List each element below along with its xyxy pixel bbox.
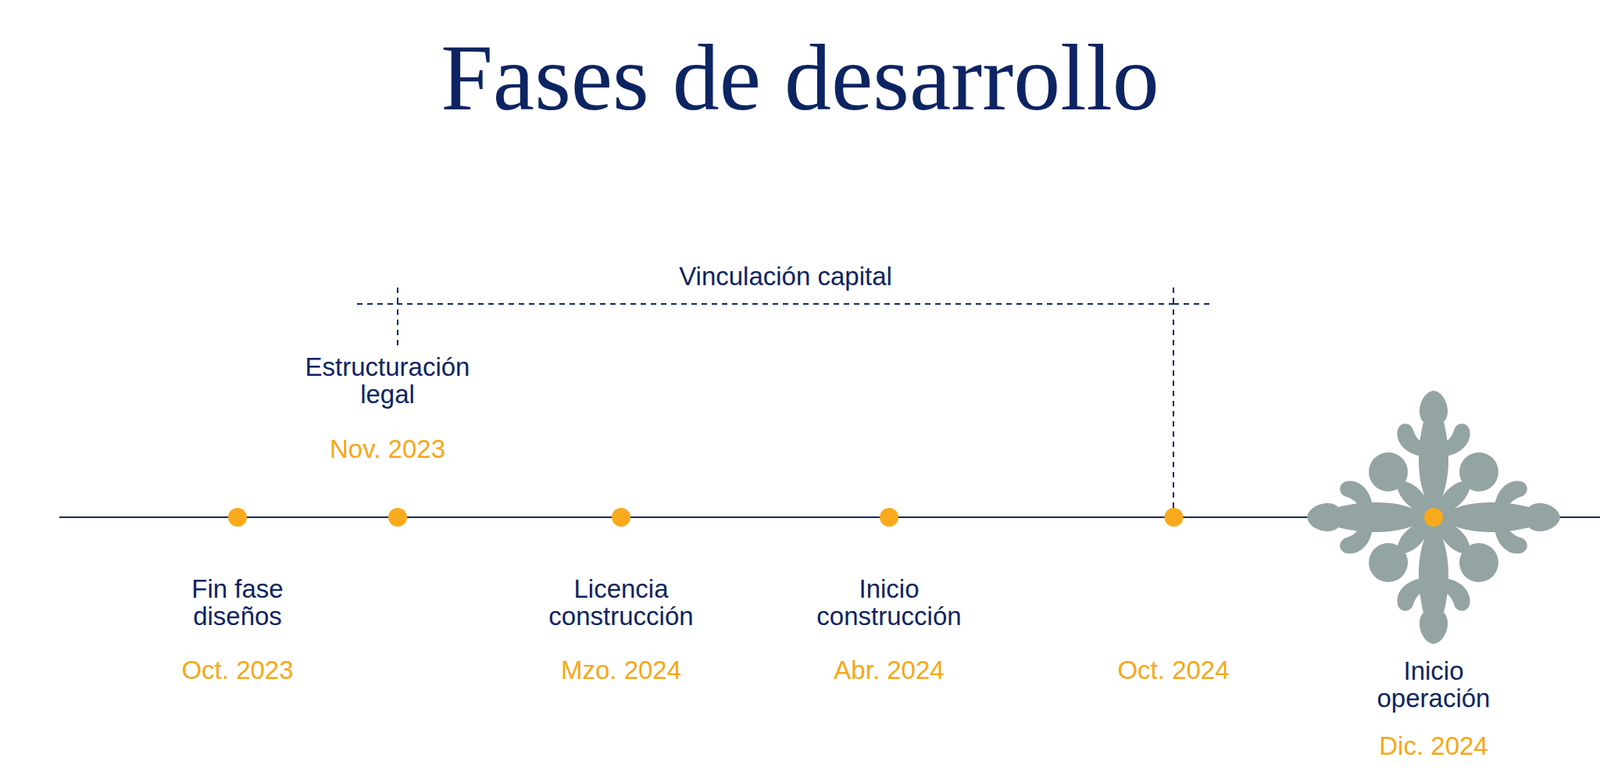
bracket-connector — [397, 303, 1174, 508]
connector-layer — [397, 303, 1174, 508]
milestone-dot — [228, 507, 247, 527]
milestone-date: Dic. 2024 — [1378, 732, 1488, 760]
milestone: Estructuración legalNov. 2023 — [293, 353, 482, 527]
milestone-name: Inicio construcción — [803, 575, 975, 630]
milestone-date: Abr. 2024 — [833, 656, 944, 684]
bracket-stub — [357, 303, 398, 305]
milestone-date: Mzo. 2024 — [560, 656, 682, 684]
milestone-date: Oct. 2024 — [1117, 656, 1229, 684]
milestone: Licencia construcciónMzo. 2024 — [535, 507, 708, 684]
edge-label: Vinculación capital — [674, 262, 897, 290]
milestone-name: Inicio operación — [1355, 657, 1512, 712]
milestone-date: Nov. 2023 — [329, 435, 446, 463]
cross-ornament — [1307, 390, 1561, 644]
bracket-stub — [1173, 303, 1210, 305]
milestone: Inicio construcciónAbr. 2024 — [803, 507, 975, 684]
milestone-dot — [611, 507, 631, 527]
milestone-name: Fin fase diseños — [159, 575, 316, 630]
milestone: Inicio operaciónDic. 2024 — [1355, 507, 1512, 760]
milestone-dot — [1164, 507, 1183, 527]
milestone-name: Estructuración legal — [293, 353, 482, 408]
bracket-stub — [396, 287, 399, 304]
milestone-date: Oct. 2023 — [181, 656, 293, 684]
milestone-dot — [1424, 507, 1443, 527]
page-title: Fases de desarrollo — [0, 31, 1600, 125]
milestone: Fin fase diseñosOct. 2023 — [159, 507, 316, 684]
milestone-dot — [388, 507, 408, 527]
milestone-dot — [879, 507, 899, 527]
bracket-stub — [1172, 287, 1175, 304]
bracket-stubs — [357, 287, 1210, 304]
milestone-name: Licencia construcción — [535, 575, 708, 630]
milestone: Oct. 2024 — [1117, 507, 1229, 684]
